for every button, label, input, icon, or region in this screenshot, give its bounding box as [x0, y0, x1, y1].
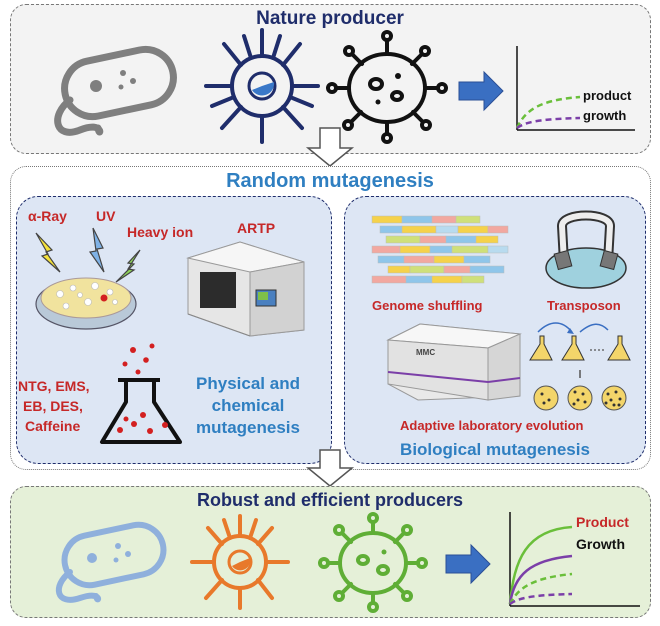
top-legend-growth: growth — [583, 108, 627, 123]
chemicals-line-3: Caffeine — [25, 418, 81, 434]
physical-chemical-title-3: mutagenesis — [196, 418, 300, 437]
lightning-blue-icon — [88, 227, 105, 273]
heavy-ion-label: Heavy ion — [127, 224, 194, 240]
bottom-growth-dashed — [509, 592, 573, 606]
bottom-legend-product: Product — [576, 514, 629, 530]
nature-producer-title: Nature producer — [256, 8, 404, 29]
bottom-product-dashed — [508, 572, 573, 605]
top-growth-curve — [516, 116, 581, 130]
chemicals-line-2: EB, DES, — [23, 398, 83, 414]
uv-label: UV — [96, 208, 116, 224]
biological-mutagenesis-title: Biological mutagenesis — [400, 440, 590, 459]
chemicals-line-1: NTG, EMS, — [18, 378, 90, 394]
genome-shuffling-label: Genome shuffling — [372, 298, 483, 313]
lightning-yellow-icon — [35, 232, 61, 273]
random-mutagenesis-title: Random mutagenesis — [226, 170, 434, 192]
transposon-label: Transposon — [547, 298, 621, 313]
top-product-curve — [515, 95, 581, 129]
artp-label: ARTP — [237, 220, 276, 236]
physical-chemical-title-2: chemical — [211, 396, 285, 415]
mmc-device-label: MMC — [416, 348, 436, 357]
lightning-green-icon — [115, 249, 141, 283]
robust-producers-title: Robust and efficient producers — [196, 490, 464, 510]
bottom-product-curve — [508, 525, 573, 605]
physical-chemical-title-1: Physical and — [196, 374, 300, 393]
bottom-growth-curve — [508, 554, 573, 605]
bottom-legend-growth: Growth — [576, 536, 625, 552]
top-legend-product: product — [583, 88, 632, 103]
alpha-ray-label: α-Ray — [28, 208, 67, 224]
ale-label: Adaptive laboratory evolution — [400, 418, 584, 433]
